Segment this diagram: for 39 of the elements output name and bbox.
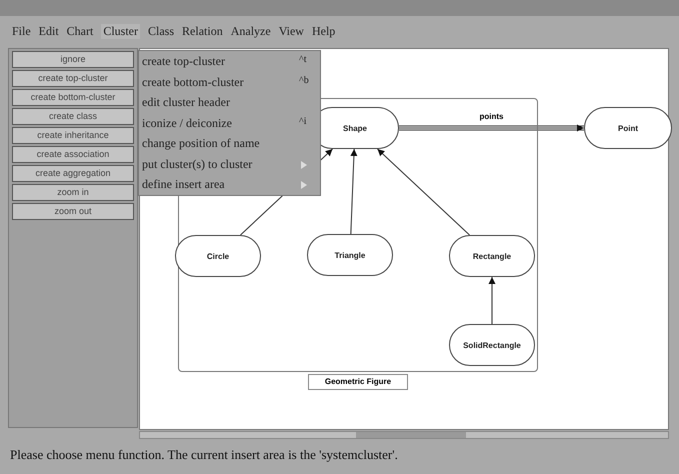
menu-item: View xyxy=(278,24,304,39)
class-node: Triangle xyxy=(307,234,393,276)
menu-item: define insert area xyxy=(142,177,225,192)
menu-item: edit cluster header xyxy=(142,95,230,110)
class-node: Rectangle xyxy=(449,235,535,277)
arrow xyxy=(350,148,358,234)
tool-button: create aggregation xyxy=(12,165,134,182)
tool-button: create bottom-cluster xyxy=(12,89,134,106)
tool-button: zoom out xyxy=(12,203,134,220)
class-node: SolidRectangle xyxy=(449,324,535,366)
menu-item: create bottom-cluster xyxy=(142,74,244,90)
menu-item: put cluster(s) to cluster xyxy=(142,156,252,172)
class-node: Circle xyxy=(175,235,261,277)
menu-item: Relation xyxy=(182,24,223,39)
tool-button: create inheritance xyxy=(12,127,134,144)
menu-item: Chart xyxy=(66,24,94,39)
menu-item: iconize / deiconize xyxy=(142,116,232,130)
menu-tab: Cluster xyxy=(101,24,140,39)
tool-button: ignore xyxy=(12,51,134,68)
shortcut-text: ^i xyxy=(299,116,306,126)
arrow xyxy=(488,276,496,324)
menu-item: create top-cluster xyxy=(142,54,225,69)
shortcut-text: ^t xyxy=(299,54,306,65)
arrow xyxy=(376,148,470,236)
menu-item: change position of name xyxy=(142,136,260,151)
cluster-label: Geometric Figure xyxy=(308,374,408,390)
arrow xyxy=(398,124,584,132)
menu-item: Analyze xyxy=(230,24,271,39)
tool-button: zoom in xyxy=(12,184,134,201)
menu-item: Help xyxy=(312,24,336,39)
tool-button: create class xyxy=(12,108,134,125)
menu-item: File xyxy=(12,24,31,39)
status-text: Please choose menu function. The current insert area is the 'systemcluster'. xyxy=(10,447,398,463)
tool-button: create association xyxy=(12,146,134,163)
shortcut-text: ^b xyxy=(299,74,309,86)
class-node: Point xyxy=(584,107,672,149)
menu-item: Class xyxy=(148,24,174,39)
tool-button: create top-cluster xyxy=(12,70,134,87)
menu-item: Edit xyxy=(38,24,59,39)
